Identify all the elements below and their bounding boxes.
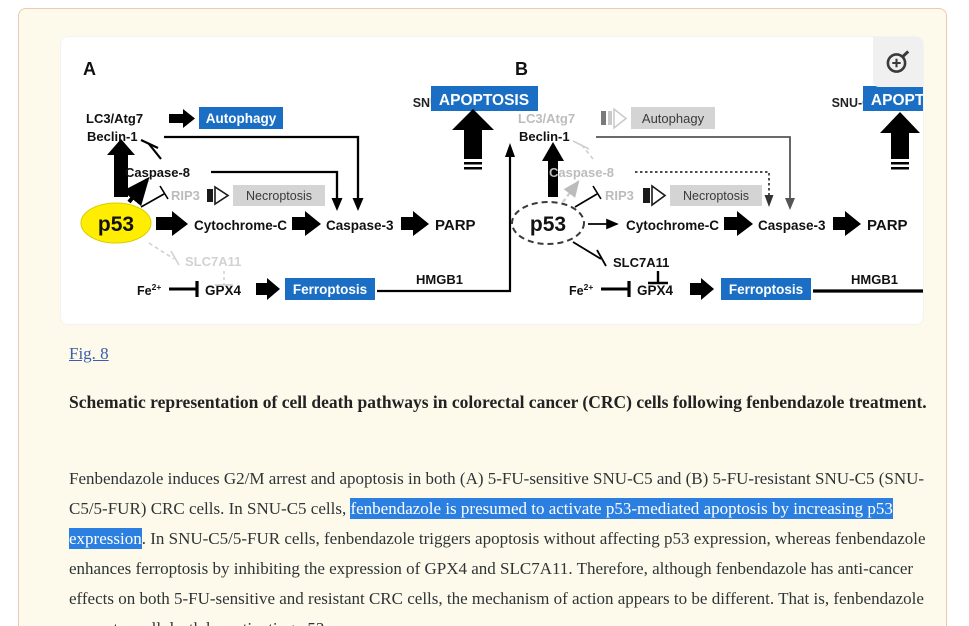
panel-a-label-necroptosis: Necroptosis bbox=[246, 189, 312, 203]
panel-a-node-slc7a11: SLC7A11 bbox=[185, 254, 241, 269]
panel-a-arrow-p53-cytc bbox=[156, 211, 188, 236]
panel-a-arrow-gpx4-ferroptosis bbox=[256, 278, 280, 300]
panel-b-arrow-p53-beclin bbox=[542, 142, 564, 197]
panel-b-box-autophagy bbox=[631, 107, 715, 129]
panel-b-inhibit-caspase8-rip3 bbox=[592, 185, 602, 200]
panel-b-arrow-caspase3-parp bbox=[833, 211, 861, 236]
panel-a-edge-caspase8-caspase3 bbox=[211, 170, 339, 200]
panel-a-label-ferroptosis: Ferroptosis bbox=[293, 282, 367, 297]
panel-b-arrow-gpx4-ferroptosis bbox=[690, 278, 714, 300]
panel-a-inhibit-caspase8-rip3 bbox=[159, 185, 169, 200]
panel-a-label-p53: p53 bbox=[98, 213, 134, 236]
panel-b-letter: B bbox=[515, 59, 528, 79]
panel-a-arrow-parp-apoptosis bbox=[452, 109, 494, 170]
panel-b-node-lc3: LC3/Atg7 bbox=[518, 111, 575, 126]
panel-b-node-hmgb1: HMGB1 bbox=[851, 272, 898, 287]
panel-a-node-caspase8: Caspase-8 bbox=[125, 165, 190, 180]
panel-a-node-fe2: Fe2+ bbox=[137, 282, 161, 298]
figure-image[interactable]: A SNU-C5 LC3/Atg7 Autophagy Beclin-1 bbox=[61, 37, 923, 324]
panel-b-label-necroptosis: Necroptosis bbox=[683, 189, 749, 203]
panel-a-arrow-caspase3-parp bbox=[401, 211, 429, 236]
panel-a-label-autophagy: Autophagy bbox=[206, 111, 277, 126]
panel-b-label-ferroptosis: Ferroptosis bbox=[729, 282, 803, 297]
magnify-plus-icon bbox=[886, 50, 910, 73]
panel-b-arrow-lc3-autophagy bbox=[601, 107, 628, 130]
panel-a-label-apoptosis: APOPTOSIS bbox=[439, 92, 529, 109]
panel-b-node-rip3: RIP3 bbox=[605, 188, 634, 203]
panel-a-edge-ferroptosis-apoptosis bbox=[377, 155, 512, 293]
panel-a-arrow-cytc-caspase3 bbox=[292, 211, 321, 236]
panel-b-inhibit-p53-slc7a11 bbox=[596, 249, 607, 267]
panel-a-node-cytochrome-c: Cytochrome-C bbox=[194, 218, 287, 233]
panel-b-arrow-p53-caspase8 bbox=[562, 180, 580, 203]
panel-b-node-cytochrome-c: Cytochrome-C bbox=[626, 218, 719, 233]
panel-a-inhibit-caspase8-beclin bbox=[140, 139, 159, 149]
panel-b-label-p53: p53 bbox=[530, 213, 566, 236]
figure-card: A SNU-C5 LC3/Atg7 Autophagy Beclin-1 bbox=[18, 8, 947, 626]
panel-a-node-rip3: RIP3 bbox=[171, 188, 200, 203]
panel-b-node-beclin: Beclin-1 bbox=[519, 129, 570, 144]
description-part-2: . In SNU-C5/5-FUR cells, fenbendazole tr… bbox=[69, 529, 926, 626]
panel-b-box-necroptosis bbox=[670, 185, 762, 206]
panel-b-edge-ferroptosis-apoptosis bbox=[813, 289, 923, 293]
panel-a-node-gpx4: GPX4 bbox=[205, 283, 242, 298]
panel-a-node-hmgb1: HMGB1 bbox=[416, 272, 463, 287]
panel-b-label-autophagy: Autophagy bbox=[642, 111, 705, 126]
panel-a: A SNU-C5 LC3/Atg7 Autophagy Beclin-1 bbox=[80, 59, 538, 300]
panel-b-node-caspase8: Caspase-8 bbox=[549, 165, 614, 180]
figure-description: Fenbendazole induces G2/M arrest and apo… bbox=[69, 464, 954, 626]
panel-a-node-parp: PARP bbox=[435, 217, 476, 234]
panel-b-edge-beclin-caspase3 bbox=[596, 136, 791, 200]
pathway-diagram: A SNU-C5 LC3/Atg7 Autophagy Beclin-1 bbox=[80, 59, 923, 300]
zoom-in-button[interactable] bbox=[873, 37, 923, 87]
panel-b-node-gpx4: GPX4 bbox=[637, 283, 674, 298]
panel-b-node-caspase3: Caspase-3 bbox=[758, 218, 826, 233]
panel-b-box-ferroptosis bbox=[721, 278, 811, 300]
panel-a-inhibit-p53-slc7a11 bbox=[170, 250, 180, 266]
panel-b-arrow-cytc-caspase3 bbox=[724, 211, 753, 236]
panel-a-edge-beclin-caspase3 bbox=[164, 135, 360, 200]
panel-a-box-apoptosis bbox=[431, 86, 538, 111]
panel-a-box-necroptosis bbox=[233, 185, 325, 206]
panel-b-inhibit-caspase8-beclin bbox=[572, 140, 590, 150]
panel-a-node-p53 bbox=[80, 202, 152, 244]
panel-a-letter: A bbox=[83, 59, 96, 79]
panel-b-node-slc7a11: SLC7A11 bbox=[613, 255, 669, 270]
panel-b-node-fe2: Fe2+ bbox=[569, 282, 593, 298]
figure-link[interactable]: Fig. 8 bbox=[69, 344, 109, 363]
description-part-1: Fenbendazole induces G2/M arrest and apo… bbox=[69, 469, 925, 518]
panel-a-arrow-p53-caspase8 bbox=[122, 176, 150, 207]
panel-b-node-parp: PARP bbox=[867, 217, 908, 234]
panel-a-node-lc3: LC3/Atg7 bbox=[86, 111, 143, 126]
panel-a-arrow-rip3-necroptosis bbox=[207, 185, 230, 206]
panel-b-node-p53 bbox=[511, 201, 585, 245]
panel-b-arrow-rip3-necroptosis bbox=[643, 184, 667, 207]
panel-a-arrow-lc3-autophagy bbox=[169, 109, 195, 128]
panel-b-label-apoptosis: APOPTOSIS bbox=[871, 92, 923, 109]
panel-b-box-apoptosis bbox=[863, 86, 923, 111]
panel-a-box-ferroptosis bbox=[285, 278, 375, 300]
panel-a-node-caspase3: Caspase-3 bbox=[326, 218, 394, 233]
panel-a-box-autophagy bbox=[199, 107, 283, 129]
figure-title: Schematic representation of cell death p… bbox=[69, 392, 927, 412]
panel-a-node-beclin: Beclin-1 bbox=[87, 129, 138, 144]
panel-b-arrow-parp-apoptosis bbox=[880, 112, 920, 170]
panel-b: B SNU-C5/5-FUR LC3/Atg7 Autophagy Beclin… bbox=[511, 59, 923, 300]
